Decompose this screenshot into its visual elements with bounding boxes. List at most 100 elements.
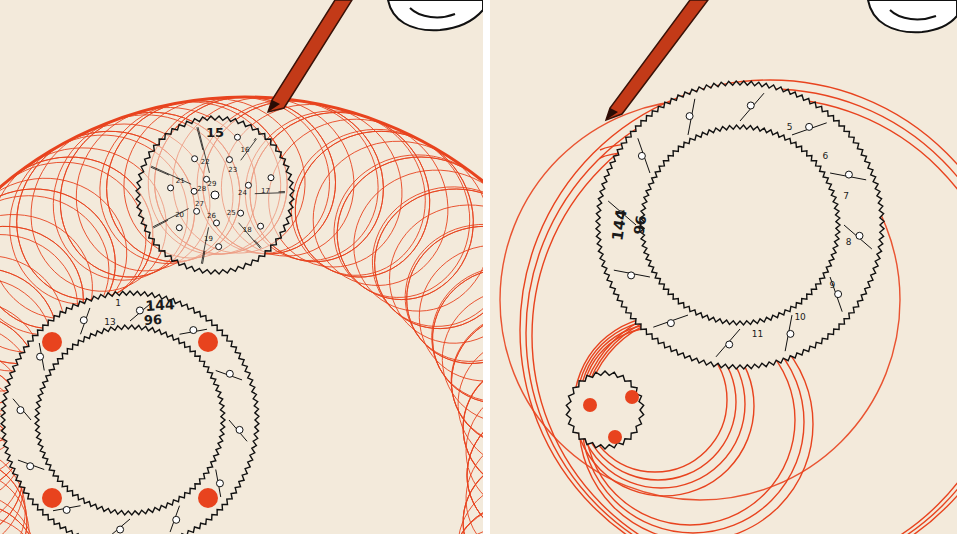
spoke <box>740 93 764 121</box>
pin-dot <box>42 332 62 352</box>
right-panel <box>490 0 957 534</box>
spoke <box>239 223 261 249</box>
pen-hole <box>806 123 813 130</box>
spoke <box>153 209 189 227</box>
hole-number: 27 <box>195 200 204 207</box>
hole-number: 5 <box>787 122 793 131</box>
tooth-count: 144 <box>145 297 175 313</box>
hole-number: 28 <box>197 186 206 193</box>
spoke <box>279 191 285 192</box>
spiro-rim <box>0 97 483 534</box>
spoke <box>197 127 203 150</box>
wheel-outline-circle <box>603 88 877 362</box>
pin-dot <box>625 390 639 404</box>
spoke <box>255 240 261 247</box>
spiro-pattern <box>0 97 483 534</box>
hole-number: 25 <box>227 210 236 217</box>
gear-teeth <box>596 81 884 369</box>
spiro-wheel: 15 <box>140 120 290 270</box>
spoke <box>109 519 130 534</box>
pen-hole <box>211 191 219 199</box>
spoke <box>18 460 44 469</box>
pen-hole <box>80 317 87 324</box>
hole-number: 26 <box>207 212 216 219</box>
spoke <box>638 138 650 173</box>
wheel-outline <box>5 295 255 534</box>
pen-hole <box>726 341 733 348</box>
pen-hole <box>17 407 24 414</box>
pen-hole <box>176 225 182 231</box>
pen-hole <box>787 330 794 337</box>
spoke <box>170 506 179 532</box>
tooth-count: 15 <box>206 126 224 139</box>
pen-hole <box>236 426 243 433</box>
pen-hole <box>192 156 198 162</box>
spiro-circles <box>500 80 957 534</box>
pen-hole <box>686 113 693 120</box>
pen-hole <box>173 516 180 523</box>
spoke <box>153 220 168 228</box>
tooth-count: 96 <box>632 214 649 235</box>
pin-dot <box>583 398 597 412</box>
pen-hole <box>238 210 244 216</box>
hole-number: 17 <box>261 187 270 194</box>
spoke <box>151 166 191 184</box>
pen-hole <box>117 526 124 533</box>
pen-hole <box>168 185 174 191</box>
pen-hole <box>216 244 222 250</box>
gear-teeth <box>35 325 225 515</box>
spoke <box>229 420 247 441</box>
pen-hole <box>856 232 863 239</box>
pen-hole <box>638 152 645 159</box>
gear-wheels <box>1 81 884 534</box>
hole-number: 22 <box>201 159 210 166</box>
spiro-ring: 14496 <box>5 295 255 534</box>
spoke <box>81 308 90 334</box>
spoke <box>653 315 688 327</box>
hole-number: 29 <box>208 181 217 188</box>
pen-hole <box>63 506 70 513</box>
hand <box>388 0 957 32</box>
pen-hole <box>667 320 674 327</box>
hole-number: 9 <box>830 280 836 289</box>
hole-number: 11 <box>752 329 763 338</box>
hole-number: 13 <box>104 318 115 327</box>
pen-hole <box>835 291 842 298</box>
wheel-outline <box>140 120 290 270</box>
hole-number: 7 <box>843 192 849 201</box>
spoke <box>716 329 740 357</box>
hole-number: 6 <box>822 151 828 160</box>
hole-number: 8 <box>846 237 852 246</box>
hole-number: 1 <box>115 299 121 308</box>
spoke <box>216 371 242 380</box>
spoke <box>830 277 842 312</box>
pin-dot <box>42 488 62 508</box>
hole-number: 20 <box>175 212 184 219</box>
pen-hole <box>845 171 852 178</box>
pen-hole <box>628 272 635 279</box>
gear-teeth <box>1 291 259 534</box>
gear-wheel <box>136 116 294 274</box>
spiro-curve <box>0 97 483 534</box>
wheel-outline-circle <box>142 122 289 269</box>
gear-wheel <box>566 371 643 449</box>
pen-hole <box>136 307 143 314</box>
wheel-outline-circle <box>8 298 253 534</box>
pin-dot <box>608 430 622 444</box>
tooth-count: 96 <box>144 313 163 327</box>
gear-teeth <box>640 125 840 325</box>
hole-number: 18 <box>243 226 252 233</box>
pen-hole <box>226 157 232 163</box>
pin-dot <box>198 488 218 508</box>
hole-number: 16 <box>241 147 250 154</box>
spiro-curve <box>0 97 483 534</box>
spoke <box>151 167 169 175</box>
pen-hole <box>37 353 44 360</box>
hole-number: 24 <box>238 190 247 197</box>
pen-hole <box>27 463 34 470</box>
pen-hole <box>191 188 197 194</box>
pen-hole <box>268 175 274 181</box>
hole-number: 21 <box>176 178 185 185</box>
pen-hole <box>214 220 220 226</box>
